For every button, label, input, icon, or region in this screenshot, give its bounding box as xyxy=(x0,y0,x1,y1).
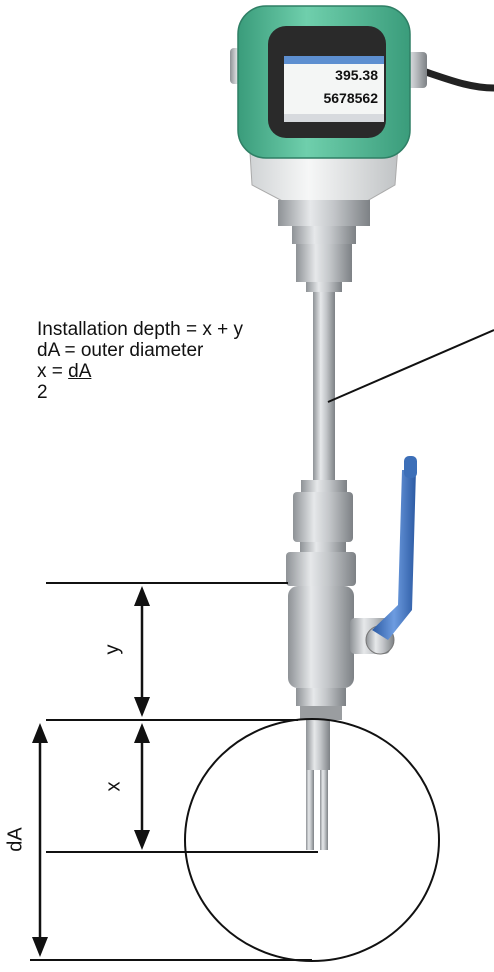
display-footer-bar xyxy=(284,114,384,122)
display-header-bar xyxy=(284,56,384,64)
arrowhead-dA-top xyxy=(32,723,48,743)
cable xyxy=(418,66,494,92)
sensor-prong-right xyxy=(320,770,328,850)
dim-label-x: x xyxy=(102,781,125,792)
handle-tip xyxy=(404,456,417,478)
arrowhead-y-top xyxy=(134,586,150,606)
arrowhead-y-bottom xyxy=(134,697,150,717)
annotation-line-3: x = dA xyxy=(37,361,243,382)
hex-nut-top xyxy=(296,244,352,282)
compression-nut xyxy=(293,492,353,542)
flange xyxy=(278,200,370,226)
valve-handle xyxy=(372,470,416,640)
probe-rod xyxy=(313,292,335,492)
neck-collar xyxy=(306,282,342,292)
installation-annotation: Installation depth = x + y dA = outer di… xyxy=(37,319,243,403)
arrowhead-x-top xyxy=(134,723,150,743)
callout-line xyxy=(327,329,494,403)
fitting-collar xyxy=(300,542,346,552)
sensor-prong-left xyxy=(306,770,314,850)
display-screen xyxy=(284,56,384,122)
annotation-line-1: Installation depth = x + y xyxy=(37,319,243,340)
display-value-bottom: 5678562 xyxy=(323,90,378,106)
arrowhead-x-bottom xyxy=(134,830,150,850)
dim-label-y: y xyxy=(101,644,124,655)
ball-valve-body xyxy=(288,586,354,688)
neck-ring xyxy=(292,226,356,244)
display-value-top: 395.38 xyxy=(335,67,378,83)
thread xyxy=(300,706,342,720)
annotation-line-4: 2 xyxy=(37,382,48,403)
valve-bottom-hex xyxy=(296,688,346,706)
annotation-x-prefix: x = xyxy=(37,361,69,382)
hex-adapter xyxy=(286,552,356,586)
dim-label-dA: dA xyxy=(4,827,27,852)
sensor-shaft xyxy=(306,720,330,770)
arrowhead-dA-bottom xyxy=(32,937,48,957)
annotation-line-2: dA = outer diameter xyxy=(37,340,204,361)
fitting-ring xyxy=(301,480,347,492)
annotation-x-numerator: dA xyxy=(68,361,92,382)
